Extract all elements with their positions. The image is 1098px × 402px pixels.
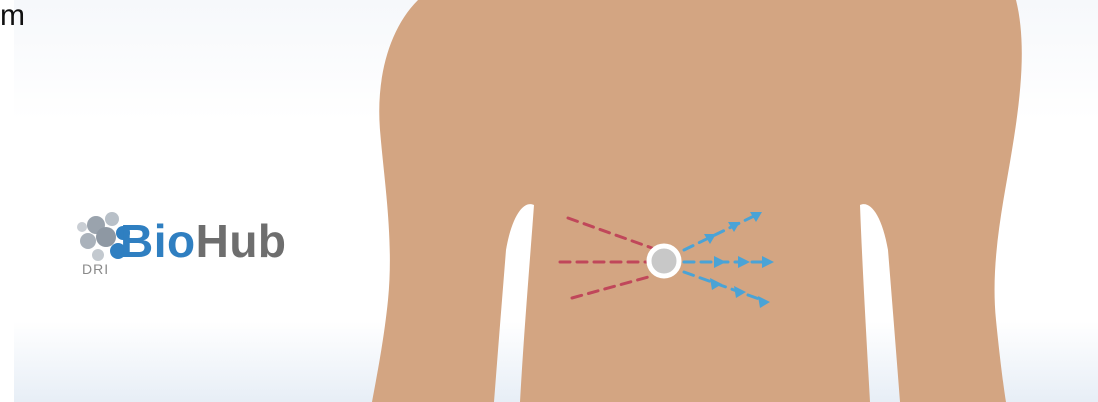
corner-text: m xyxy=(0,0,25,36)
torso-illustration xyxy=(340,0,1080,402)
logo-dri-text: DRI xyxy=(82,261,109,277)
torso-shape xyxy=(372,0,1022,402)
logo-hub-text: Hub xyxy=(196,215,287,267)
logo-bio-text: Bio xyxy=(120,215,196,267)
device-implant xyxy=(649,246,679,276)
biohub-logo: BioHub DRI xyxy=(68,205,368,285)
logo-wordmark: BioHub xyxy=(120,211,287,271)
